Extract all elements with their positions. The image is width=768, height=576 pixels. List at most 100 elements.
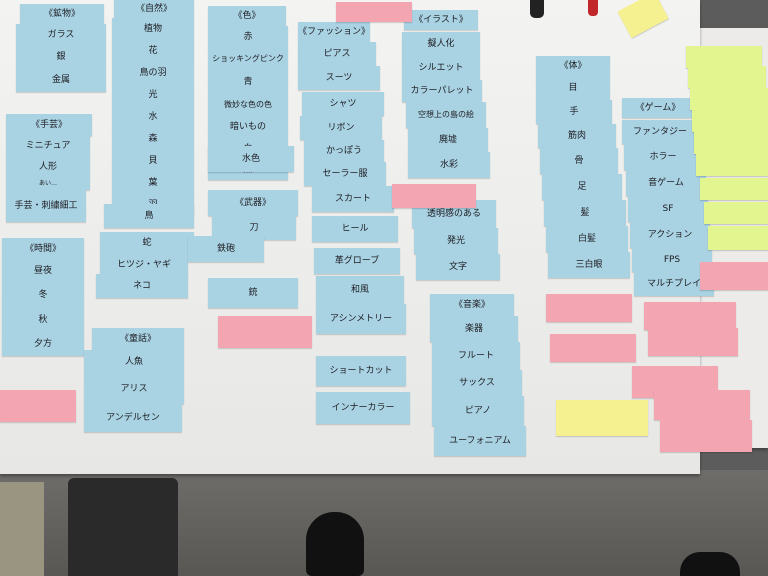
note: 人魚 <box>84 350 184 374</box>
note: ミニチュア <box>6 136 90 156</box>
note: ヒツジ・ヤギ <box>100 254 188 276</box>
note: 音ゲーム <box>626 170 706 196</box>
note: 鳥 <box>104 204 194 228</box>
note: スカート <box>312 186 394 212</box>
lime-note <box>696 154 768 176</box>
waste-bin <box>0 482 44 576</box>
note: シャツ <box>302 92 384 116</box>
note: 革グローブ <box>314 248 400 274</box>
note-header: 《ゲーム》 <box>622 98 694 118</box>
note: 文字 <box>416 254 500 280</box>
pink-note <box>336 2 412 22</box>
note: 擬人化 <box>402 32 480 56</box>
note: 森 <box>112 128 194 150</box>
pink-note <box>644 302 736 330</box>
pink-note <box>218 316 312 348</box>
note: 昼夜 <box>2 260 84 282</box>
note: 貝 <box>112 150 194 172</box>
pink-note <box>550 334 636 362</box>
pink-note <box>0 390 76 422</box>
yellow-note <box>556 400 648 436</box>
lime-note <box>694 132 768 154</box>
note: ショートカット <box>316 356 406 386</box>
note: 銃 <box>208 278 298 308</box>
note-header: 《音楽》 <box>430 294 514 316</box>
note: かっぽう <box>304 140 384 162</box>
note: 和風 <box>316 276 404 304</box>
note: 植物 <box>112 18 194 40</box>
shoe <box>680 552 740 576</box>
note: ピアス <box>298 42 376 66</box>
note: 鉄砲 <box>188 236 264 262</box>
note-header: 《時間》 <box>2 238 84 260</box>
note: ユーフォニアム <box>434 426 526 456</box>
note: 水色 <box>208 146 294 172</box>
pink-note <box>392 184 476 208</box>
note: 赤 <box>208 26 288 48</box>
note: ショッキングピンク <box>208 48 288 70</box>
marker-pen <box>530 0 544 18</box>
lime-note <box>686 46 762 68</box>
pink-note <box>660 420 752 452</box>
note: シルエット <box>402 56 480 80</box>
note: 空想上の島の絵 <box>406 102 486 128</box>
note: ピアノ <box>432 396 524 426</box>
note: 髪 <box>544 200 626 226</box>
note: 人形 <box>6 156 90 178</box>
note: アクション <box>630 222 710 248</box>
note: ホラー <box>624 144 702 170</box>
note-header: 《体》 <box>536 56 610 76</box>
note: 白髪 <box>546 226 628 252</box>
note: 金属 <box>16 68 106 92</box>
note-header: 《ファッション》 <box>298 22 370 42</box>
note: 夕方 <box>2 332 84 356</box>
note: セーラー服 <box>304 162 386 186</box>
note: あい… <box>6 178 90 190</box>
note-header: 《武器》 <box>208 190 298 216</box>
note-header: 《イラスト》 <box>404 10 478 30</box>
note: 三白眼 <box>548 252 630 278</box>
note: サックス <box>432 370 522 396</box>
note-header: 《鉱物》 <box>20 4 104 24</box>
note: 蛇 <box>100 232 194 254</box>
note: スーツ <box>298 66 380 90</box>
note: 冬 <box>2 282 84 308</box>
pink-note <box>648 328 738 356</box>
note: アリス <box>84 374 184 404</box>
chair <box>68 478 178 576</box>
note: 楽器 <box>430 316 518 342</box>
note: カラーパレット <box>402 80 482 102</box>
marker-pen <box>588 0 598 16</box>
note: ヒール <box>312 216 398 242</box>
lime-note <box>704 202 768 224</box>
note: 目 <box>536 76 610 100</box>
note-header: 《童話》 <box>92 328 184 350</box>
note: 青 <box>208 70 288 94</box>
pink-note <box>700 262 768 290</box>
pink-note <box>654 390 750 420</box>
note: リボン <box>300 116 382 140</box>
note: 足 <box>542 174 622 200</box>
note: FPS <box>632 248 712 272</box>
note: フルート <box>432 342 520 370</box>
lime-note <box>688 66 766 88</box>
note: 手芸・刺繍細工 <box>6 190 86 222</box>
note-header: 《色》 <box>208 6 286 26</box>
note: 骨 <box>540 148 618 174</box>
note: 暗いもの <box>208 116 288 138</box>
note: 廃墟 <box>408 128 488 152</box>
note: ガラス <box>16 24 106 46</box>
note: ファンタジー <box>622 120 698 144</box>
note: 花 <box>112 40 194 62</box>
lime-note <box>700 178 768 200</box>
note: 筋肉 <box>538 124 616 148</box>
note-header: 《自然》 <box>114 0 194 18</box>
note: 葉 <box>112 172 194 194</box>
note: 水 <box>112 106 194 128</box>
note-header: 《手芸》 <box>6 114 92 136</box>
note: インナーカラー <box>316 392 410 424</box>
note: 秋 <box>2 308 84 332</box>
shoe <box>306 512 364 576</box>
note: 手 <box>536 100 612 124</box>
note: アンデルセン <box>84 404 182 432</box>
